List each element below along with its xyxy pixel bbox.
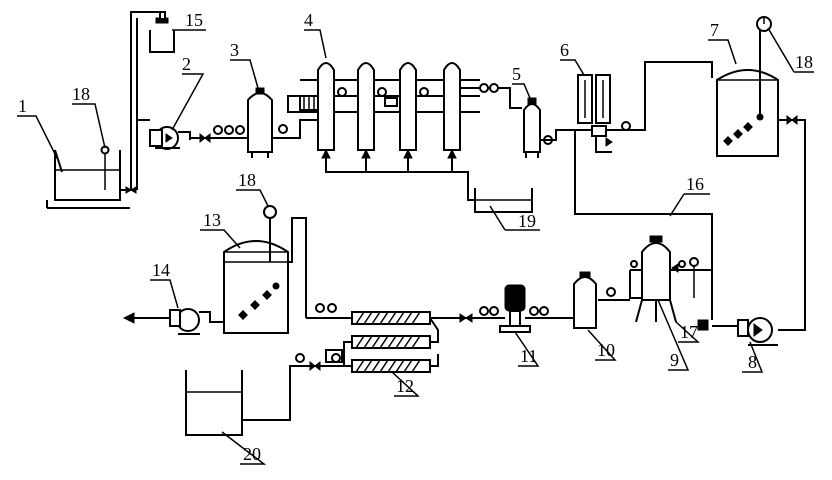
label-14: 14 bbox=[152, 260, 170, 280]
pipe-10-to-9 bbox=[598, 287, 630, 301]
filter-3 bbox=[247, 87, 318, 158]
concentrate-tank-20 bbox=[185, 370, 243, 436]
pipe-pump2-to-filter3 bbox=[190, 125, 250, 144]
label-7: 7 bbox=[710, 20, 719, 40]
label-11: 11 bbox=[520, 346, 537, 366]
label-6: 6 bbox=[560, 40, 569, 60]
pipe-12-to-tank20 bbox=[242, 349, 352, 421]
label-9: 9 bbox=[670, 350, 679, 370]
label-10: 10 bbox=[597, 340, 615, 360]
unit-9 bbox=[629, 235, 712, 323]
pipe-columns-to-filter5 bbox=[460, 83, 522, 109]
label-13: 13 bbox=[203, 210, 221, 230]
label-20: 20 bbox=[243, 444, 261, 464]
dosing-tank-15 bbox=[149, 11, 175, 53]
component-labels: 1 18 2 3 4 5 6 7 18 15 19 16 8 9 17 10 1… bbox=[18, 10, 813, 464]
pump-11 bbox=[455, 284, 560, 333]
label-16: 16 bbox=[686, 174, 704, 194]
label-18-tank13: 18 bbox=[238, 170, 256, 190]
label-18-tank1: 18 bbox=[72, 84, 90, 104]
label-12: 12 bbox=[396, 376, 414, 396]
level-gauge-18-tank1 bbox=[100, 145, 110, 190]
label-4: 4 bbox=[304, 10, 313, 30]
ion-exchange-columns-4 bbox=[287, 62, 480, 201]
drain-tank-19 bbox=[474, 188, 533, 213]
label-15: 15 bbox=[185, 10, 203, 30]
label-5: 5 bbox=[512, 64, 521, 84]
pipe-tank1-to-pump2 bbox=[120, 11, 161, 194]
label-8: 8 bbox=[748, 352, 757, 372]
filter-5 bbox=[523, 97, 575, 158]
pump-8 bbox=[697, 317, 778, 346]
filter-10 bbox=[560, 271, 597, 329]
label-19: 19 bbox=[518, 211, 536, 231]
pump-14 bbox=[122, 308, 224, 335]
storage-tank-7 bbox=[716, 16, 806, 331]
label-18-tank7: 18 bbox=[795, 52, 813, 72]
raw-water-tank-1 bbox=[46, 149, 130, 209]
leader-lines bbox=[17, 27, 814, 465]
label-3: 3 bbox=[230, 40, 239, 60]
label-2: 2 bbox=[182, 54, 191, 74]
product-tank-13 bbox=[223, 205, 307, 334]
ro-membrane-6 bbox=[574, 74, 713, 320]
label-1: 1 bbox=[18, 96, 27, 116]
label-17: 17 bbox=[680, 322, 698, 342]
membrane-module-12 bbox=[306, 303, 455, 373]
pipe-6-to-tank7 bbox=[620, 61, 713, 131]
pump-2 bbox=[149, 126, 191, 150]
